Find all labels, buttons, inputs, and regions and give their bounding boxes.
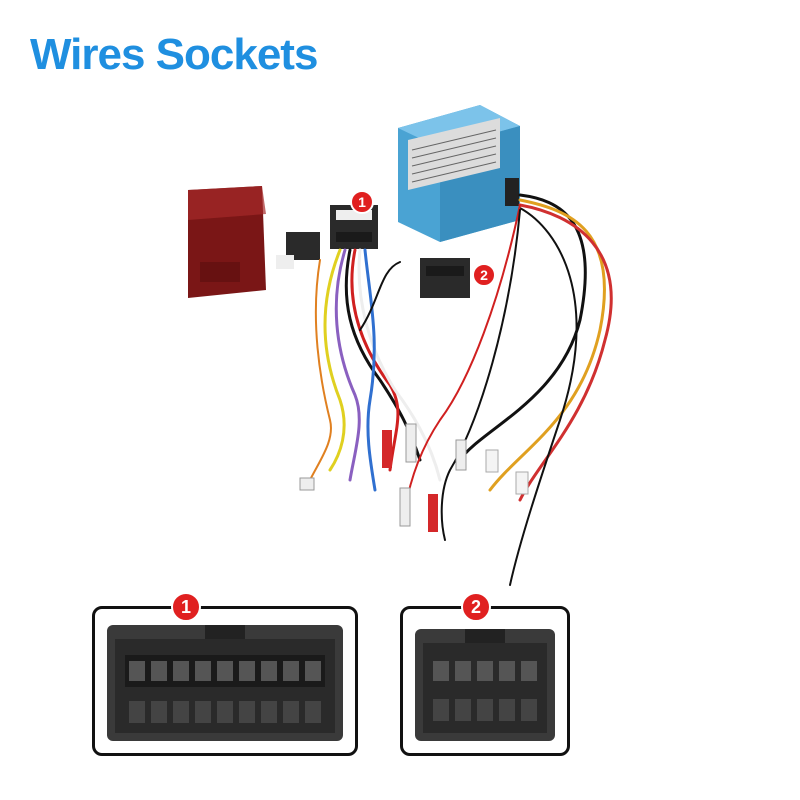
photo-connector-2 — [420, 258, 470, 298]
photo-callout-1: 1 — [350, 190, 374, 214]
socket-1-badge: 1 — [171, 592, 201, 622]
photo-connector-small — [276, 232, 320, 269]
red-decoder-box — [188, 186, 266, 298]
socket-1-face — [107, 625, 343, 741]
blue-canbus-module — [398, 105, 520, 242]
page-title: Wires Sockets — [30, 30, 318, 79]
socket-1-inset — [92, 606, 358, 756]
photo-callout-2: 2 — [472, 263, 496, 287]
socket-2-inset — [400, 606, 570, 756]
rca-plugs — [299, 423, 529, 532]
photo-connector-1 — [330, 205, 378, 249]
wire-harness — [309, 193, 613, 586]
product-photo — [188, 105, 613, 586]
socket-2-face — [415, 629, 555, 741]
socket-2-badge: 2 — [461, 592, 491, 622]
